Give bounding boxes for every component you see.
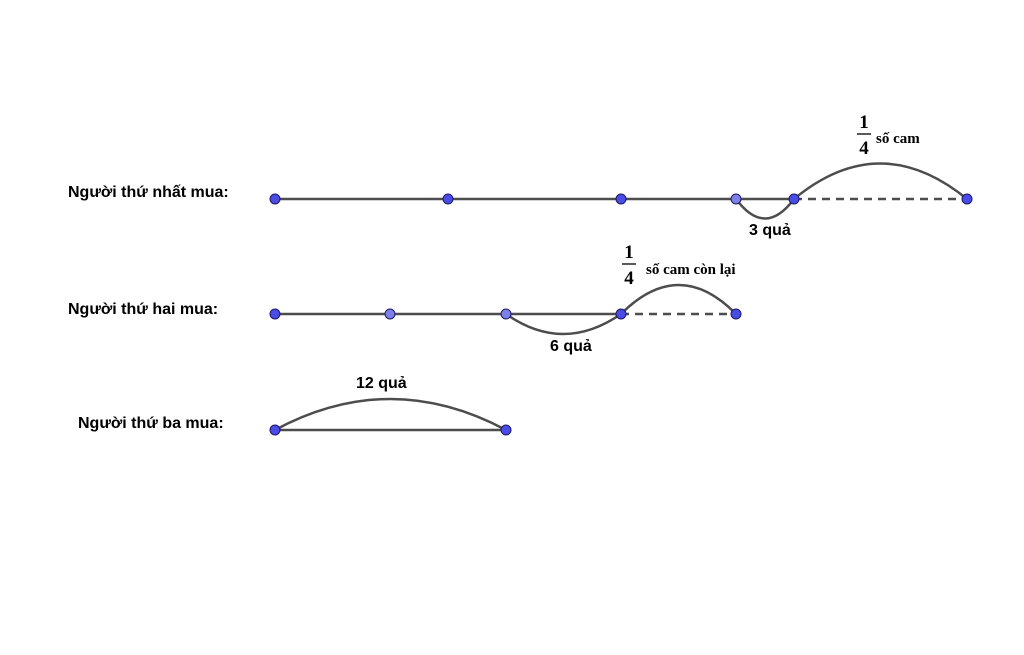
row-2-point-b xyxy=(384,308,396,320)
row-2-point-c xyxy=(500,308,512,320)
row-1-point-b xyxy=(442,193,454,205)
row-1-point-e xyxy=(788,193,800,205)
row-1-point-f xyxy=(961,193,973,205)
row-1: Người thứ nhất mua: 1 4 số cam 3 quả xyxy=(68,112,973,239)
row-1-point-c xyxy=(615,193,627,205)
row-2-fraction-denominator: 4 xyxy=(624,268,634,289)
row-1-amount-label: 3 quả xyxy=(749,222,791,239)
row-2-point-d xyxy=(615,308,627,320)
row-1-upper-arc xyxy=(793,162,968,200)
row-1-fraction-text: số cam xyxy=(876,131,920,147)
row-3: Người thứ ba mua: 12 quả xyxy=(78,375,512,436)
row-1-point-d xyxy=(730,193,742,205)
row-2-upper-arc xyxy=(620,283,737,315)
row-3-label: Người thứ ba mua: xyxy=(78,415,224,432)
row-3-point-b xyxy=(500,424,512,436)
row-3-point-a xyxy=(269,424,281,436)
row-1-point-a xyxy=(269,193,281,205)
row-1-fraction-numerator: 1 xyxy=(859,112,869,133)
row-1-lower-arc xyxy=(734,198,796,220)
row-3-amount-label: 12 quả xyxy=(356,375,407,392)
row-1-label: Người thứ nhất mua: xyxy=(68,184,229,201)
row-2-lower-arc xyxy=(505,312,622,336)
row-3-upper-arc xyxy=(274,397,507,432)
row-2: Người thứ hai mua: 1 4 số cam còn lại 6 … xyxy=(68,242,742,355)
row-2-amount-label: 6 quả xyxy=(550,338,592,355)
row-2-fraction-text: số cam còn lại xyxy=(646,262,736,278)
row-2-point-a xyxy=(269,308,281,320)
row-2-point-e xyxy=(730,308,742,320)
row-1-fraction-denominator: 4 xyxy=(859,138,869,159)
row-2-label: Người thứ hai mua: xyxy=(68,301,218,318)
row-2-fraction-numerator: 1 xyxy=(624,242,634,263)
